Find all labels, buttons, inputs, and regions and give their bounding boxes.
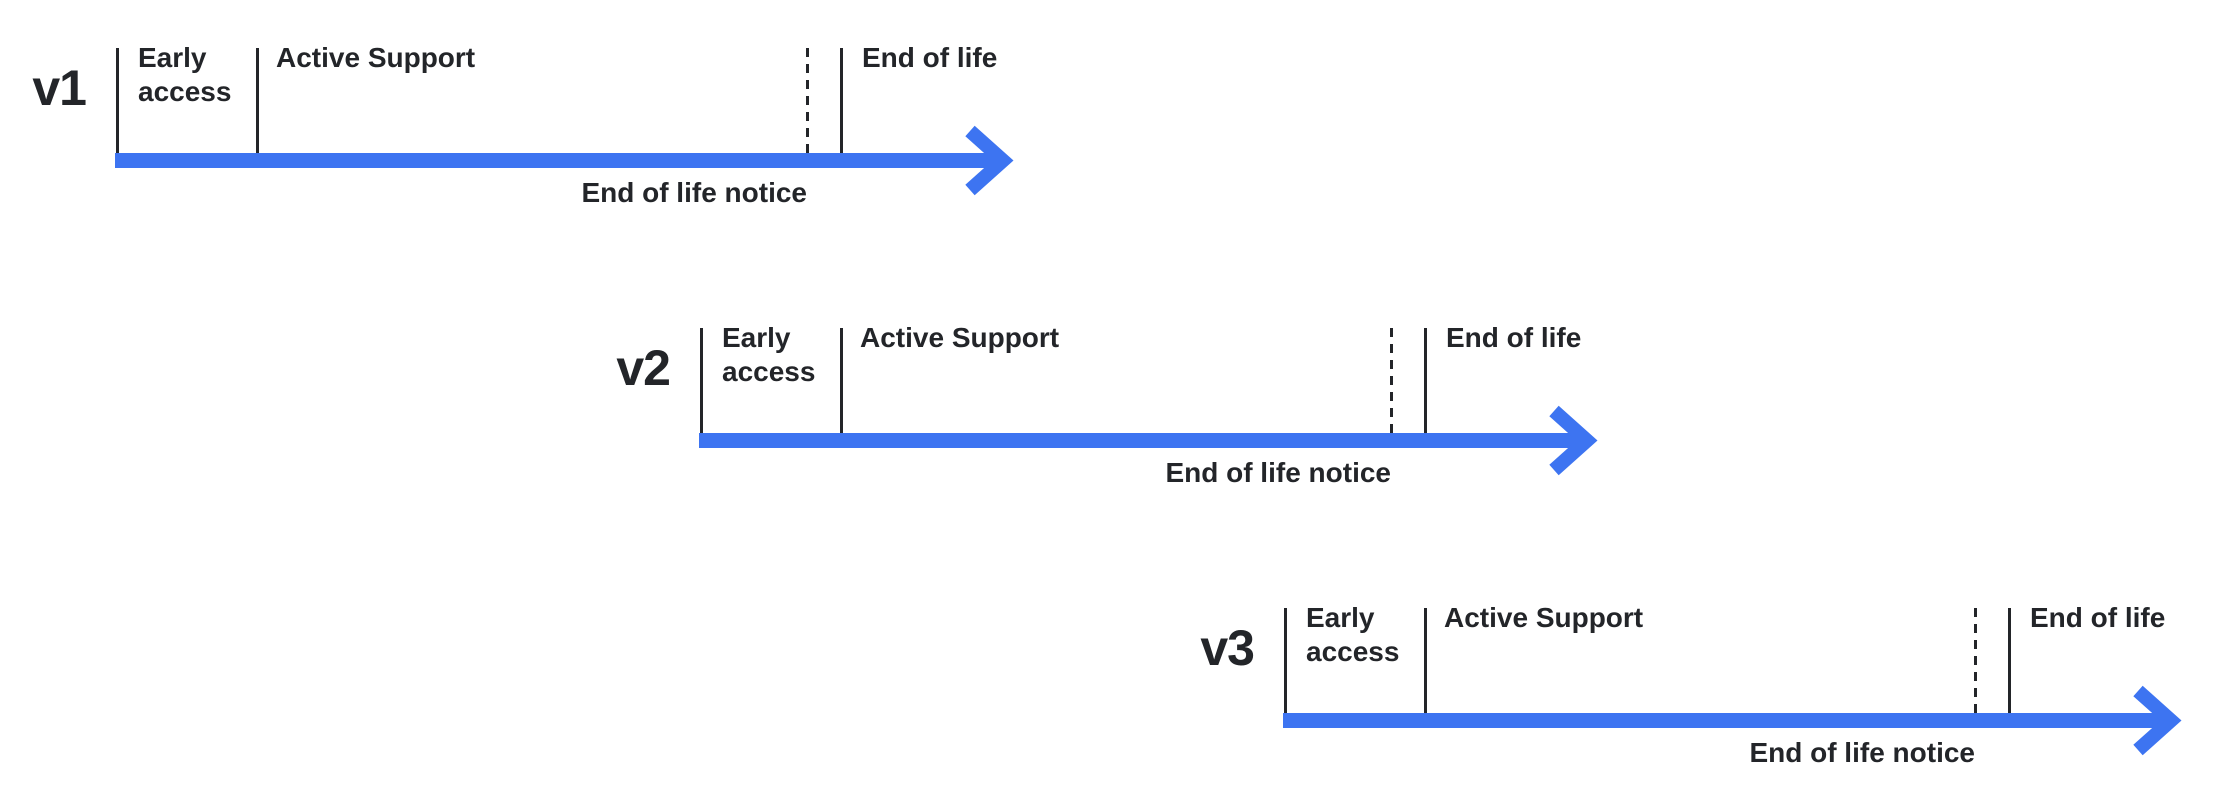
timeline-v2: v2 Early access Active Support End of li… [584, 280, 1644, 510]
end-of-life-label: End of life [1446, 322, 1582, 353]
end-of-life-label: End of life [862, 42, 998, 73]
eol-notice-dashed-tick [1974, 608, 1977, 713]
eol-notice-label: End of life notice [581, 177, 807, 208]
end-of-life-tick [1424, 328, 1427, 433]
active-support-label: Active Support [276, 42, 476, 73]
early-access-label: Early access [722, 322, 816, 387]
timeline-arrow-icon [699, 405, 1598, 476]
timeline-arrow-icon [115, 125, 1014, 196]
eol-notice-dashed-tick [1390, 328, 1393, 433]
version-label: v3 [1200, 620, 1255, 676]
active-support-start-tick [840, 328, 843, 433]
eol-notice-label: End of life notice [1749, 737, 1975, 768]
timeline-v3: v3 Early access Active Support End of li… [1168, 560, 2228, 790]
timeline-v1: v1 Early access Active Support End of li… [0, 0, 1060, 230]
eol-notice-label: End of life notice [1165, 457, 1391, 488]
early-access-start-tick [700, 328, 703, 433]
early-access-label: Early access [138, 42, 232, 107]
early-access-start-tick [116, 48, 119, 153]
eol-notice-dashed-tick [806, 48, 809, 153]
end-of-life-tick [840, 48, 843, 153]
version-label: v1 [32, 60, 87, 116]
version-label: v2 [616, 340, 671, 396]
active-support-label: Active Support [860, 322, 1060, 353]
end-of-life-tick [2008, 608, 2011, 713]
early-access-label: Early access [1306, 602, 1400, 667]
end-of-life-label: End of life [2030, 602, 2166, 633]
active-support-start-tick [1424, 608, 1427, 713]
timeline-arrow-icon [1283, 685, 2182, 756]
early-access-start-tick [1284, 608, 1287, 713]
active-support-start-tick [256, 48, 259, 153]
active-support-label: Active Support [1444, 602, 1644, 633]
